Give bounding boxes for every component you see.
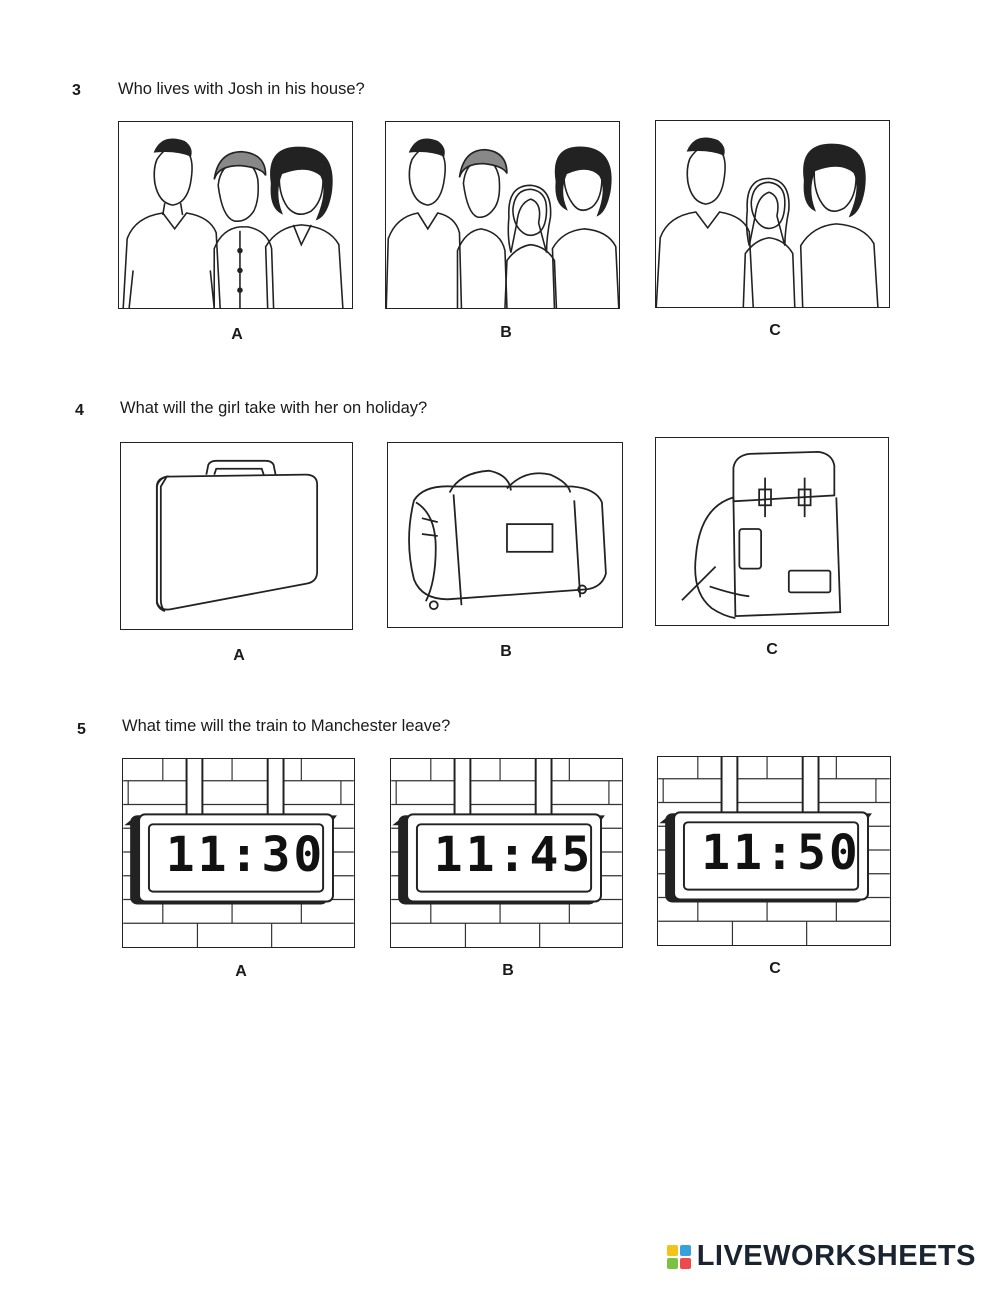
option-label: C bbox=[769, 322, 781, 339]
sports-bag-illustration bbox=[408, 469, 607, 611]
option-image-sports-bag[interactable] bbox=[387, 442, 623, 628]
option-label: B bbox=[502, 962, 514, 979]
clock-time-display: 11:45 bbox=[433, 827, 594, 884]
brand-name: LIVEWORKSHEETS bbox=[696, 1240, 976, 1272]
question-text: Who lives with Josh in his house? bbox=[118, 80, 365, 98]
question-number: 3 bbox=[72, 82, 81, 99]
option-label: B bbox=[500, 643, 512, 660]
question-number: 4 bbox=[75, 402, 84, 419]
option-label: A bbox=[231, 326, 243, 343]
option-label: C bbox=[769, 960, 781, 977]
option-label: B bbox=[500, 324, 512, 341]
question-text: What time will the train to Manchester l… bbox=[122, 717, 451, 735]
suitcase-illustration bbox=[155, 459, 319, 613]
liveworksheets-logo-icon bbox=[666, 1244, 691, 1269]
clock-time-display: 11:50 bbox=[701, 825, 861, 882]
option-image-clock-a[interactable]: 11:30 bbox=[122, 758, 355, 948]
option-label: A bbox=[233, 647, 245, 664]
option-image-suitcase[interactable] bbox=[120, 442, 353, 630]
option-label: A bbox=[235, 963, 247, 980]
question-number: 5 bbox=[77, 721, 86, 738]
option-label: C bbox=[766, 641, 778, 658]
option-image-family-a[interactable] bbox=[118, 121, 353, 309]
clock-a-brick-wall bbox=[123, 759, 354, 947]
option-image-family-c[interactable] bbox=[655, 120, 890, 308]
option-image-clock-b[interactable]: 11:45 bbox=[390, 758, 623, 948]
backpack-illustration bbox=[681, 450, 842, 619]
clock-time-display: 11:30 bbox=[165, 827, 326, 884]
clock-c-brick-wall bbox=[658, 757, 890, 945]
question-text: What will the girl take with her on holi… bbox=[120, 399, 428, 417]
family-c-illustration bbox=[656, 137, 879, 307]
clock-b-brick-wall bbox=[391, 759, 622, 947]
option-image-family-b[interactable] bbox=[385, 121, 620, 309]
option-image-backpack[interactable] bbox=[655, 437, 889, 626]
liveworksheets-branding: LIVEWORKSHEETS bbox=[666, 1240, 976, 1273]
family-a-illustration bbox=[122, 138, 344, 308]
family-b-illustration bbox=[386, 138, 619, 308]
option-image-clock-c[interactable]: 11:50 bbox=[657, 756, 891, 946]
